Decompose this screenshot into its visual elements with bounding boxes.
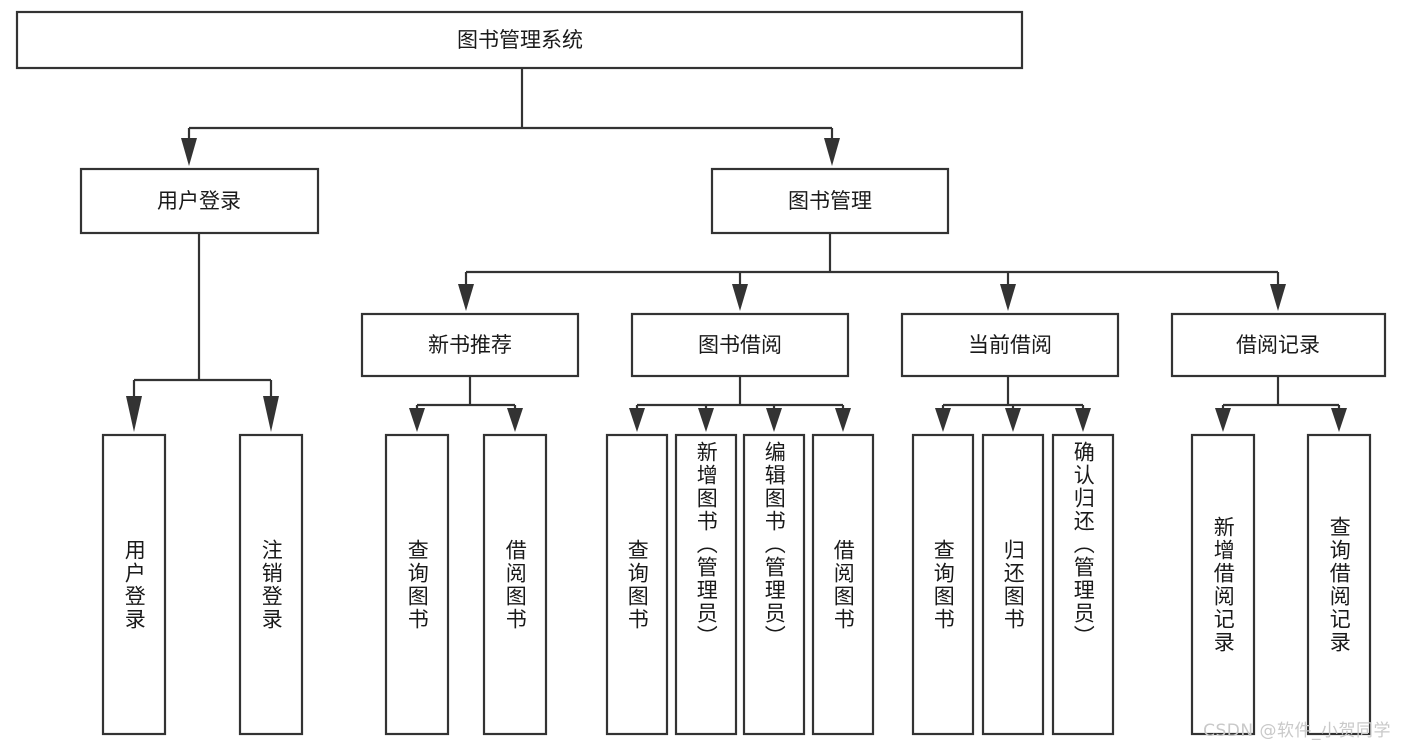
- connector-records-to-leaves: [1215, 376, 1347, 432]
- node-book-management-box[interactable]: [710, 167, 950, 235]
- connector-newbooks-to-leaves: [409, 376, 523, 432]
- node-user-login[interactable]: 用户登录: [79, 167, 320, 235]
- arrow-head-icon: [1331, 408, 1347, 432]
- connector-books-to-level3: [458, 233, 1286, 311]
- leaf-box-query-books-borrow[interactable]: [605, 433, 669, 736]
- connector-root-to-level2: [181, 68, 840, 166]
- leaf-box-query-books-new[interactable]: [384, 433, 450, 736]
- node-current-borrow[interactable]: 当前借阅: [900, 312, 1120, 378]
- arrow-head-icon: [629, 408, 645, 432]
- leaf-box-return-book[interactable]: [981, 433, 1045, 736]
- arrow-head-icon: [1005, 408, 1021, 432]
- arrow-head-icon: [181, 138, 197, 166]
- node-root[interactable]: 图书管理系统: [15, 10, 1024, 70]
- node-new-book-recommend[interactable]: 新书推荐: [360, 312, 580, 378]
- node-borrow-records[interactable]: 借阅记录: [1170, 312, 1387, 378]
- leaf-box-logout[interactable]: [238, 433, 304, 736]
- arrow-head-icon: [507, 408, 523, 432]
- leaf-box-borrow-book[interactable]: [811, 433, 875, 736]
- leaf-boxes: [101, 433, 1372, 736]
- node-borrow-records-box[interactable]: [1170, 312, 1387, 378]
- arrow-head-icon: [126, 396, 142, 432]
- node-user-login-label: 用户登录: [157, 189, 241, 213]
- arrow-head-icon: [263, 396, 279, 432]
- arrow-head-icon: [824, 138, 840, 166]
- leaf-box-add-book-admin[interactable]: [674, 433, 738, 736]
- node-book-borrow-label: 图书借阅: [698, 333, 782, 357]
- node-book-borrow[interactable]: 图书借阅: [630, 312, 850, 378]
- arrow-head-icon: [935, 408, 951, 432]
- node-current-borrow-box[interactable]: [900, 312, 1120, 378]
- arrow-head-icon: [1215, 408, 1231, 432]
- arrow-head-icon: [732, 284, 748, 311]
- connector-login-to-leaves: [126, 233, 279, 432]
- node-new-book-recommend-box[interactable]: [360, 312, 580, 378]
- node-book-management-label: 图书管理: [788, 189, 872, 213]
- leaf-box-borrow-books-new[interactable]: [482, 433, 548, 736]
- watermark: CSDN @软件_小贺同学: [1203, 721, 1391, 741]
- arrow-head-icon: [1075, 408, 1091, 432]
- leaf-box-edit-book-admin[interactable]: [742, 433, 806, 736]
- arrow-head-icon: [1000, 284, 1016, 311]
- node-borrow-records-label: 借阅记录: [1236, 333, 1320, 357]
- arrow-head-icon: [766, 408, 782, 432]
- arrow-head-icon: [835, 408, 851, 432]
- node-root-label: 图书管理系统: [457, 28, 583, 52]
- connector-current-to-leaves: [935, 376, 1091, 432]
- node-current-borrow-label: 当前借阅: [968, 333, 1052, 357]
- node-new-book-recommend-label: 新书推荐: [428, 333, 512, 357]
- node-user-login-box[interactable]: [79, 167, 320, 235]
- node-root-box[interactable]: [15, 10, 1024, 70]
- arrow-head-icon: [409, 408, 425, 432]
- arrow-head-icon: [1270, 284, 1286, 311]
- connector-borrow-to-leaves: [629, 376, 851, 432]
- node-book-management[interactable]: 图书管理: [710, 167, 950, 235]
- arrow-head-icon: [458, 284, 474, 311]
- leaf-box-add-borrow-record[interactable]: [1190, 433, 1256, 736]
- leaf-box-user-login[interactable]: [101, 433, 167, 736]
- leaf-box-query-books-current[interactable]: [911, 433, 975, 736]
- arrow-head-icon: [698, 408, 714, 432]
- leaf-box-query-borrow-record[interactable]: [1306, 433, 1372, 736]
- node-book-borrow-box[interactable]: [630, 312, 850, 378]
- leaf-box-confirm-return-admin[interactable]: [1051, 433, 1115, 736]
